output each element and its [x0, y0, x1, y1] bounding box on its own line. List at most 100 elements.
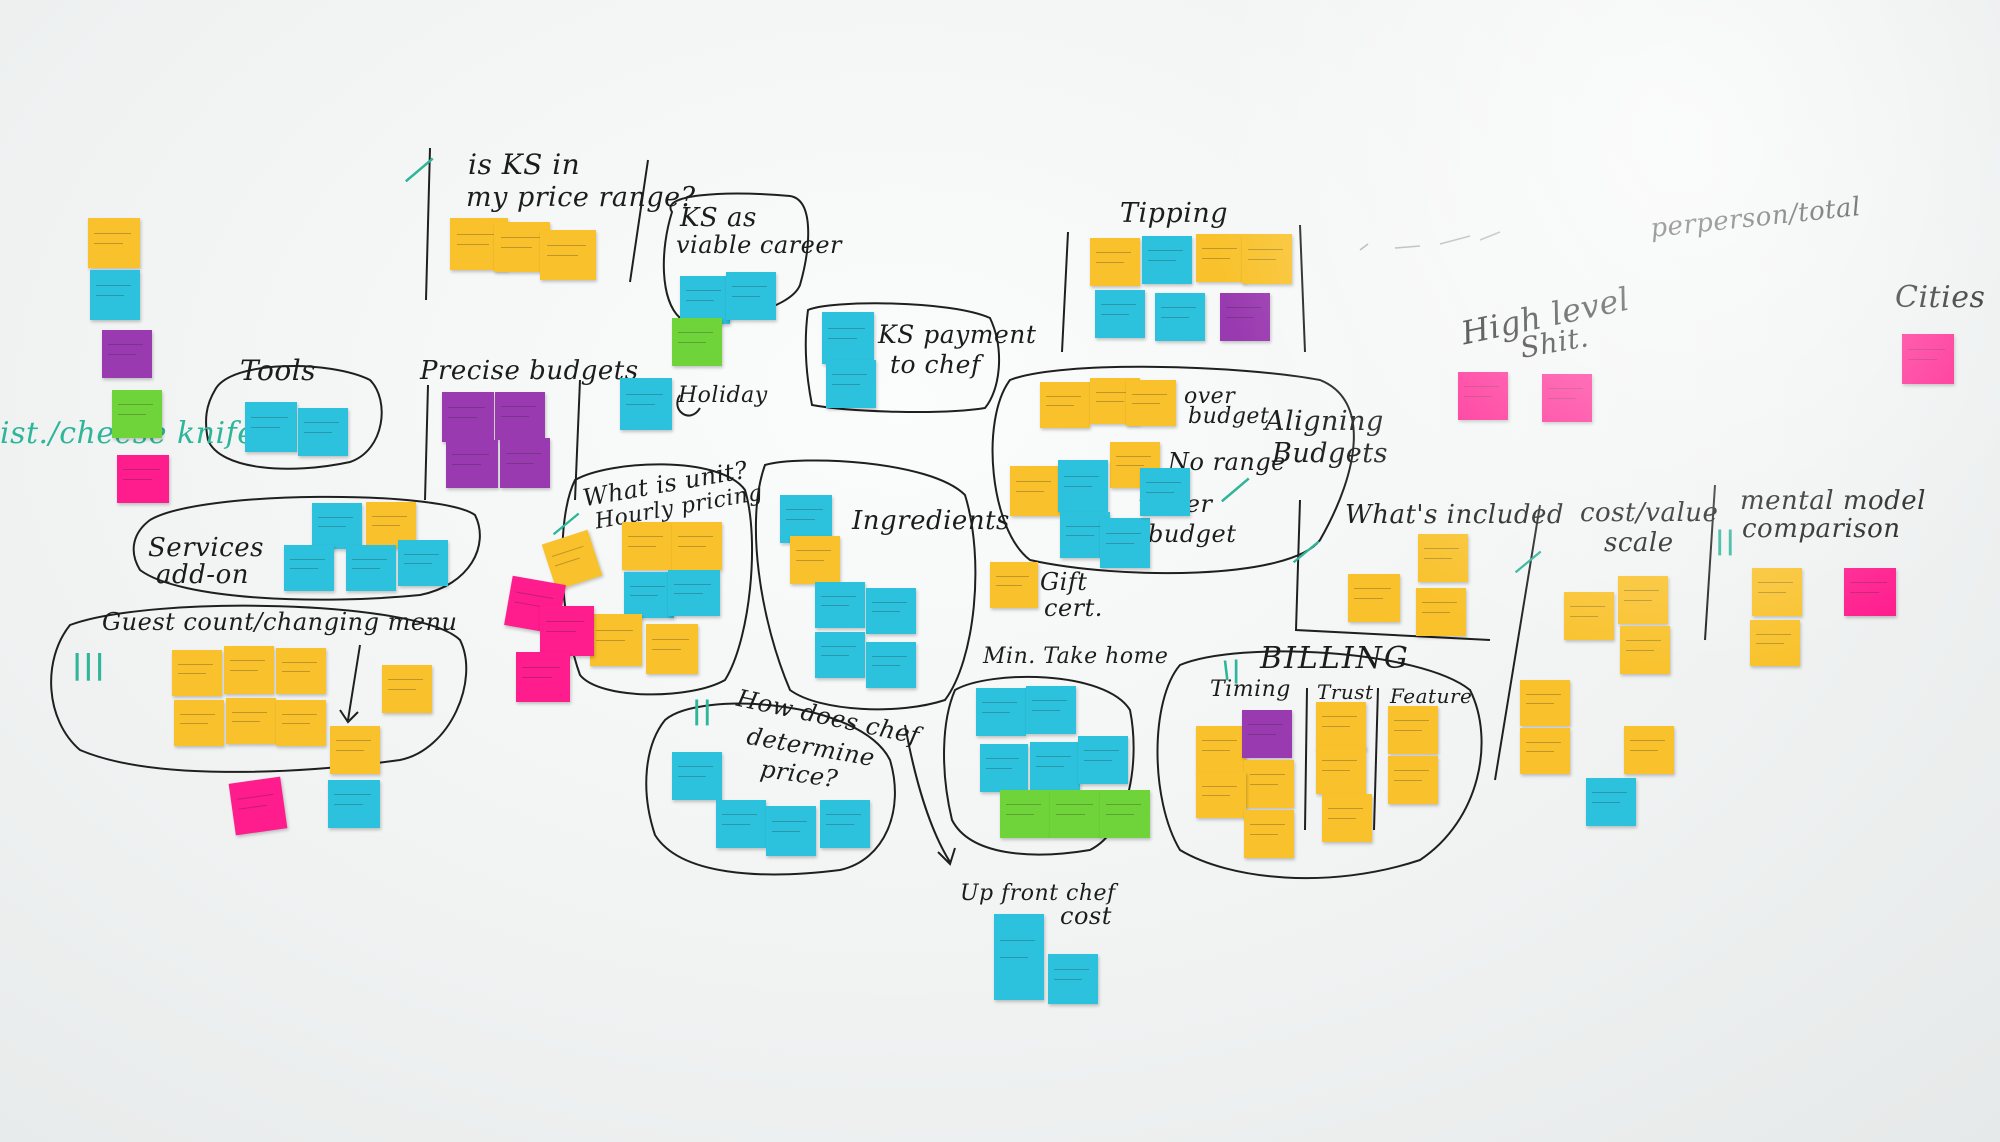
- sticky-note[interactable]: [398, 540, 448, 586]
- sticky-note[interactable]: [328, 780, 380, 828]
- sticky-note[interactable]: [1242, 710, 1292, 758]
- sticky-note[interactable]: [822, 312, 874, 364]
- sticky-note[interactable]: [1620, 626, 1670, 674]
- sticky-note[interactable]: [1752, 568, 1802, 616]
- sticky-note[interactable]: [1090, 238, 1140, 286]
- sticky-note[interactable]: [680, 276, 730, 324]
- sticky-note[interactable]: [226, 698, 276, 744]
- sticky-note[interactable]: [1458, 372, 1508, 420]
- sticky-note[interactable]: [815, 582, 865, 628]
- sticky-note[interactable]: [980, 744, 1028, 792]
- sticky-note[interactable]: [790, 536, 840, 584]
- sticky-note[interactable]: [1388, 756, 1438, 804]
- sticky-note[interactable]: [1058, 460, 1108, 512]
- sticky-note[interactable]: [620, 378, 672, 430]
- sticky-note[interactable]: [495, 392, 545, 440]
- sticky-note[interactable]: [540, 230, 596, 280]
- sticky-note[interactable]: [716, 800, 766, 848]
- sticky-note[interactable]: [672, 752, 722, 800]
- sticky-note[interactable]: [1000, 790, 1050, 838]
- sticky-note[interactable]: [1844, 568, 1896, 616]
- sticky-note[interactable]: [541, 529, 603, 591]
- sticky-note[interactable]: [646, 624, 698, 674]
- sticky-note[interactable]: [312, 503, 362, 549]
- sticky-note[interactable]: [1316, 746, 1366, 794]
- sticky-note[interactable]: [245, 402, 297, 452]
- sticky-note[interactable]: [668, 570, 720, 616]
- sticky-note[interactable]: [500, 438, 550, 488]
- sticky-note[interactable]: [1348, 574, 1400, 622]
- sticky-note[interactable]: [174, 700, 224, 746]
- sticky-note[interactable]: [1220, 293, 1270, 341]
- sticky-note[interactable]: [866, 642, 916, 688]
- sticky-note[interactable]: [1040, 382, 1090, 428]
- sticky-note[interactable]: [622, 522, 672, 570]
- sticky-note[interactable]: [1078, 736, 1128, 784]
- sticky-note[interactable]: [1048, 954, 1098, 1004]
- sticky-note[interactable]: [284, 545, 334, 591]
- sticky-note[interactable]: [976, 688, 1026, 736]
- sticky-note[interactable]: [1322, 794, 1372, 842]
- sticky-note[interactable]: [820, 800, 870, 848]
- sticky-note[interactable]: [1624, 726, 1674, 774]
- sticky-note[interactable]: [1095, 290, 1145, 338]
- sticky-note[interactable]: [1126, 380, 1176, 426]
- sticky-note[interactable]: [442, 392, 494, 442]
- sticky-note[interactable]: [330, 726, 380, 774]
- sticky-note[interactable]: [1520, 728, 1570, 774]
- sticky-note[interactable]: [624, 572, 674, 618]
- sticky-note[interactable]: [1520, 680, 1570, 726]
- sticky-note[interactable]: [815, 632, 865, 678]
- sticky-note[interactable]: [1316, 702, 1366, 750]
- sticky-note[interactable]: [516, 652, 570, 702]
- sticky-note[interactable]: [672, 522, 722, 570]
- sticky-note[interactable]: [1388, 706, 1438, 754]
- sticky-note[interactable]: [1196, 234, 1246, 282]
- sticky-note[interactable]: [1026, 686, 1076, 734]
- sticky-note[interactable]: [112, 390, 162, 438]
- sticky-note[interactable]: [1618, 576, 1668, 624]
- sticky-note[interactable]: [766, 806, 816, 856]
- sticky-note[interactable]: [1244, 810, 1294, 858]
- sticky-note[interactable]: [1010, 466, 1060, 516]
- sticky-note[interactable]: [102, 330, 152, 378]
- sticky-note[interactable]: [276, 648, 326, 694]
- sticky-note[interactable]: [1196, 772, 1246, 818]
- sticky-note[interactable]: [1242, 234, 1292, 284]
- sticky-note[interactable]: [90, 270, 140, 320]
- sticky-note[interactable]: [228, 776, 288, 836]
- sticky-note[interactable]: [1418, 534, 1468, 582]
- sticky-note[interactable]: [172, 650, 222, 696]
- sticky-note[interactable]: [1100, 518, 1150, 568]
- sticky-note[interactable]: [990, 562, 1038, 608]
- sticky-note[interactable]: [117, 455, 169, 503]
- sticky-note[interactable]: [346, 545, 396, 591]
- sticky-note[interactable]: [540, 606, 594, 656]
- sticky-note[interactable]: [446, 440, 498, 488]
- sticky-note[interactable]: [1100, 790, 1150, 838]
- sticky-note[interactable]: [1196, 726, 1246, 774]
- sticky-note[interactable]: [1902, 334, 1954, 384]
- sticky-note[interactable]: [1030, 742, 1080, 790]
- sticky-note[interactable]: [590, 614, 642, 666]
- sticky-note[interactable]: [726, 272, 776, 320]
- sticky-note[interactable]: [1586, 778, 1636, 826]
- sticky-note[interactable]: [276, 700, 326, 746]
- sticky-note[interactable]: [1564, 592, 1614, 640]
- sticky-note[interactable]: [1155, 293, 1205, 341]
- sticky-note[interactable]: [1542, 374, 1592, 422]
- sticky-note[interactable]: [994, 914, 1044, 1000]
- sticky-note[interactable]: [866, 588, 916, 634]
- sticky-note[interactable]: [298, 408, 348, 456]
- sticky-note[interactable]: [672, 318, 722, 366]
- sticky-note[interactable]: [88, 218, 140, 268]
- sticky-note[interactable]: [1140, 468, 1190, 516]
- sticky-note[interactable]: [826, 360, 876, 408]
- sticky-note[interactable]: [780, 495, 832, 543]
- sticky-note[interactable]: [382, 665, 432, 713]
- sticky-note[interactable]: [1750, 620, 1800, 666]
- sticky-note[interactable]: [1244, 760, 1294, 808]
- sticky-note[interactable]: [1142, 236, 1192, 284]
- sticky-note[interactable]: [1416, 588, 1466, 636]
- sticky-note[interactable]: [1050, 790, 1102, 838]
